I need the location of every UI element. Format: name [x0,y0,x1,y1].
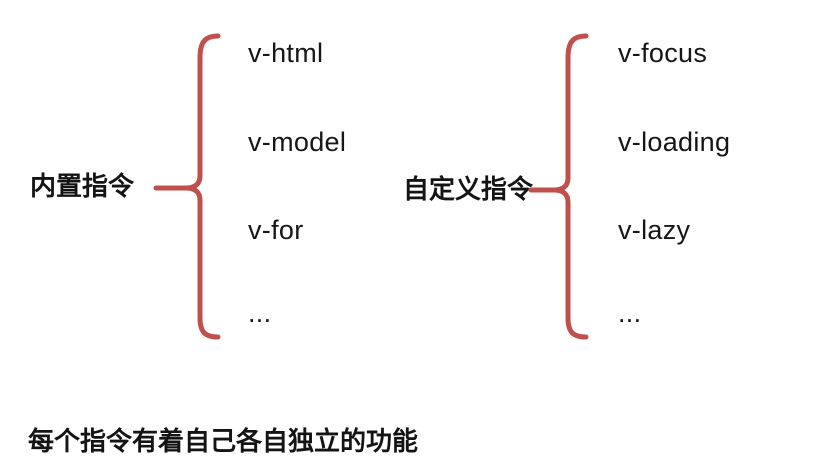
directive-item-v-loading: v-loading [618,127,731,157]
directive-item-left-ellipsis: ... [248,298,272,328]
caption-text: 每个指令有着自己各自独立的功能 [28,426,419,456]
builtin-directives-label: 内置指令 [30,171,135,201]
directive-item-v-model: v-model [248,127,347,157]
directive-item-v-lazy: v-lazy [618,215,691,245]
directive-item-v-focus: v-focus [618,38,708,68]
custom-directives-label: 自定义指令 [403,174,534,204]
directive-item-v-for: v-for [248,215,304,245]
left-curly-brace-icon [153,33,221,340]
right-curly-brace-icon [528,33,589,340]
directive-item-right-ellipsis: ... [618,298,642,328]
directive-item-v-html: v-html [248,38,324,68]
